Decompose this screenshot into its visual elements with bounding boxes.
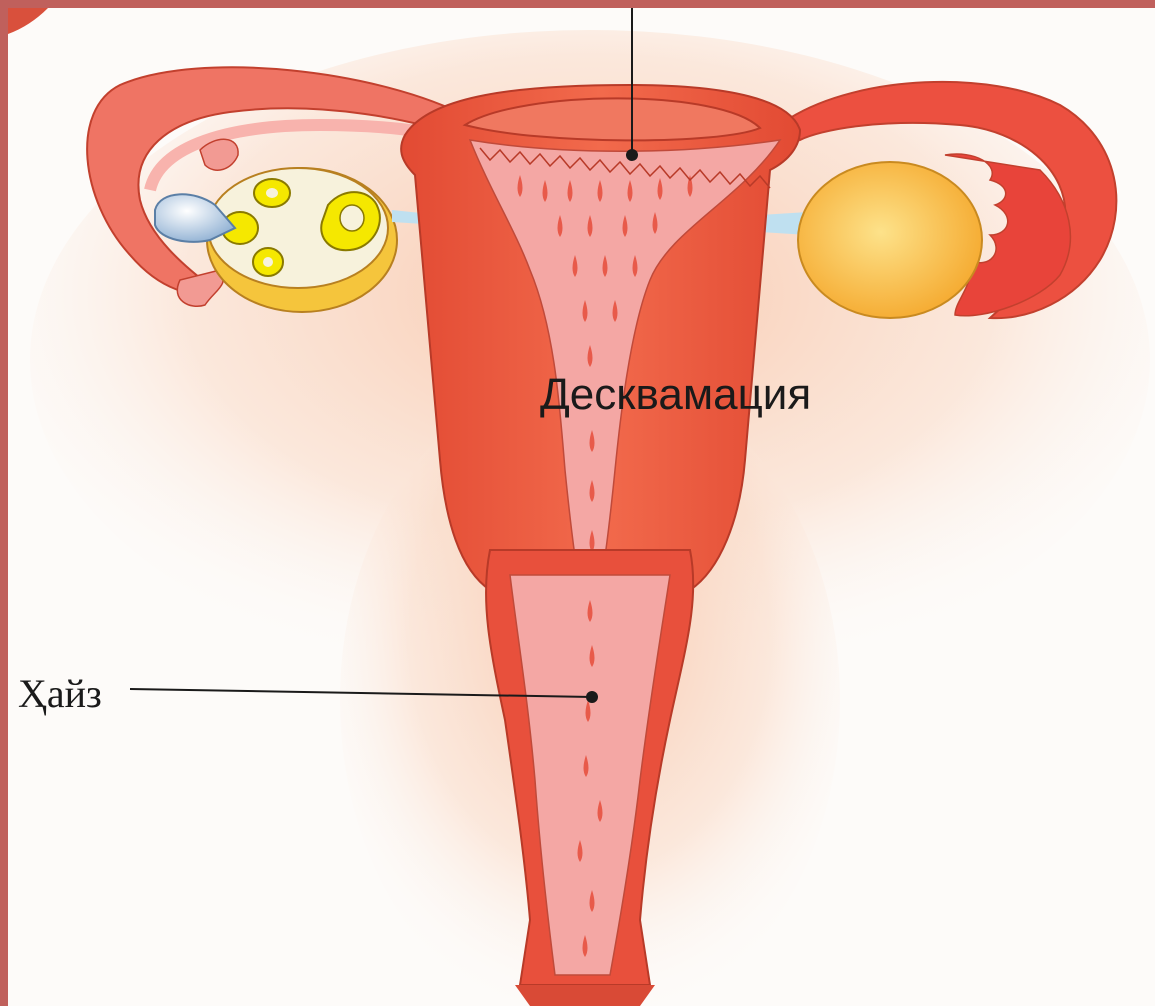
leader-dot-menses [586,691,598,703]
slide-canvas: Десквамация Ҳайз [8,8,1155,1006]
corner-mark [8,8,48,34]
uterus-illustration [8,8,1155,1006]
label-desquamation: Десквамация [540,370,811,420]
label-menses: Ҳайз [18,670,102,717]
leader-dot-top [626,149,638,161]
